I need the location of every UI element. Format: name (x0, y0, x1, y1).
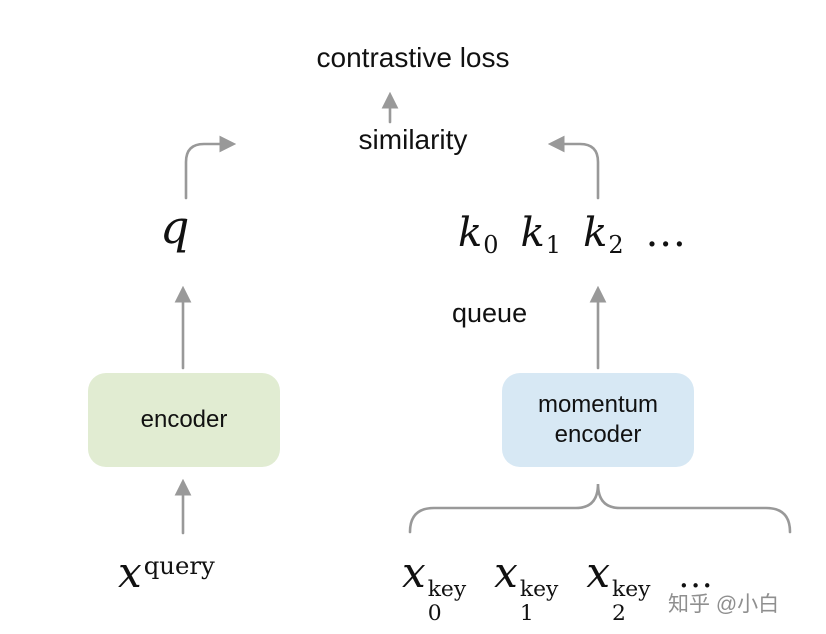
key-k2-base: k (583, 210, 608, 256)
x-key-2-sup: key (612, 577, 651, 603)
momentum-encoder-box: momentum encoder (502, 373, 694, 467)
x-query-symbol: xquery (118, 548, 215, 597)
queue-label: queue (452, 298, 528, 328)
keys-row: k0 k1 k2 ... (458, 210, 687, 259)
x-key-0-base: x (402, 548, 426, 597)
x-key-0-sub: 0 (427, 600, 442, 626)
key-k1-sub: 1 (545, 230, 562, 259)
key-k2: k2 (583, 210, 624, 259)
key-k0-sub: 0 (483, 230, 499, 259)
encoder-box: encoder (88, 373, 280, 467)
x-query-sup: query (143, 550, 215, 580)
x-key-1-base: x (494, 548, 518, 597)
x-key-1-sub: 1 (519, 600, 534, 626)
encoder-label: encoder (140, 406, 228, 433)
x-key-0-sup: key (427, 577, 467, 603)
key-k1: k1 (521, 210, 562, 259)
brace-xkeys-to-momentum-icon (408, 483, 792, 534)
contrastive-loss-label: contrastive loss (316, 42, 510, 73)
key-k2-sub: 2 (608, 230, 624, 259)
x-key-1-sup: key (519, 577, 559, 603)
momentum-encoder-label: momentum encoder (537, 391, 659, 448)
key-k0-base: k (458, 210, 483, 256)
x-key-2-sub: 2 (612, 600, 626, 626)
watermark: 知乎 @小白 (668, 593, 780, 616)
similarity-label: similarity (358, 124, 468, 155)
x-query-base: x (118, 548, 142, 597)
x-key-2-base: x (586, 548, 611, 597)
x-keys-ellipsis: ... (678, 556, 714, 595)
q-symbol: q (160, 200, 190, 254)
key-k1-base: k (520, 210, 545, 256)
key-k0: k0 (458, 210, 499, 259)
keys-ellipsis: ... (645, 210, 687, 256)
